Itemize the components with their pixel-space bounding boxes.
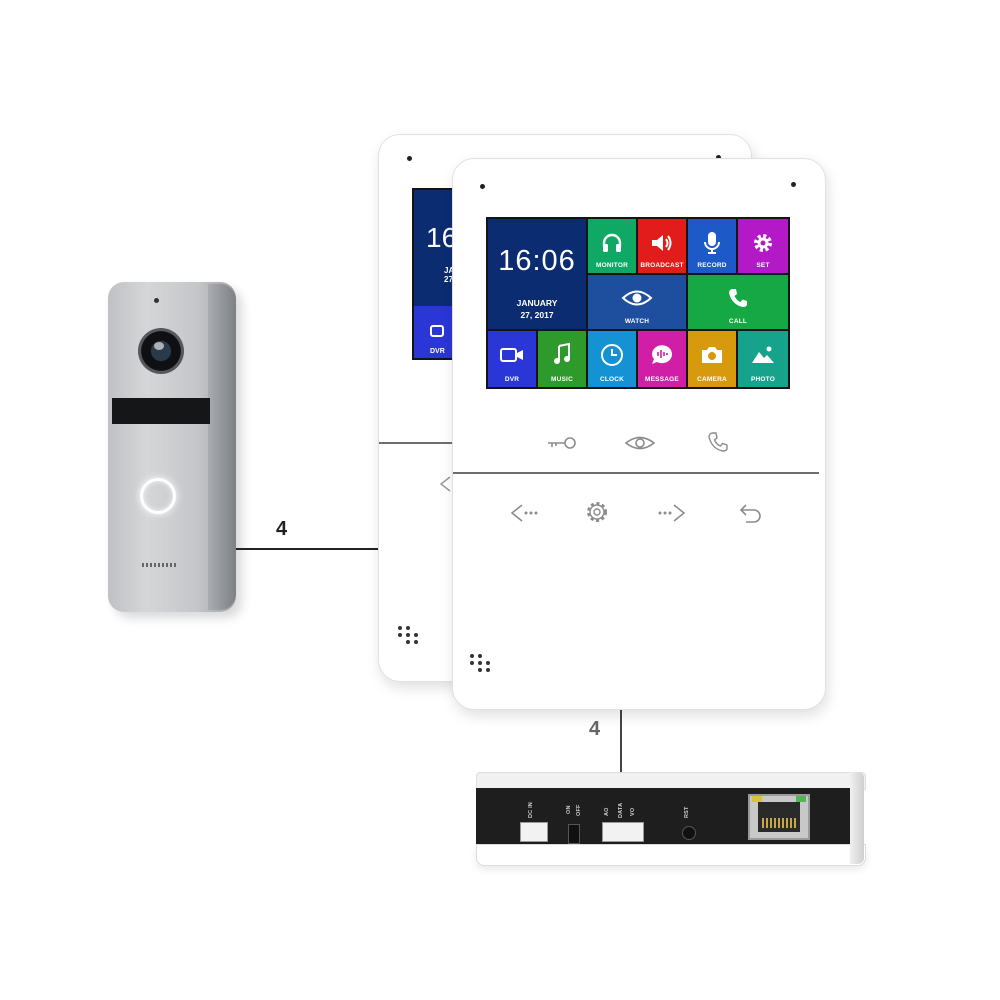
vo-label: VO (630, 807, 636, 816)
video-camera-icon (430, 325, 444, 337)
power-box-side (850, 772, 864, 864)
door-station-side (208, 284, 236, 610)
switch-on-label: ON (566, 805, 572, 814)
back-monitor-screen: 16 JA 27 DVR (412, 188, 454, 360)
clock-date-tile: 16:06 JANUARY 27, 2017 (488, 219, 586, 329)
tile-camera[interactable]: CAMERA (688, 331, 736, 387)
return-icon[interactable] (738, 501, 764, 525)
door-speaker-grille (142, 563, 176, 567)
monitor-home-screen: 16:06 JANUARY 27, 2017 MONITOR BROADCAST… (486, 217, 790, 389)
reset-button[interactable] (682, 826, 696, 840)
gear-icon[interactable] (584, 499, 610, 525)
rst-label: RST (684, 806, 690, 818)
tile-monitor[interactable]: MONITOR (588, 219, 636, 273)
door-call-button[interactable] (140, 478, 176, 514)
headphones-icon (602, 233, 622, 252)
eye-icon[interactable] (624, 432, 656, 454)
front-monitor-sensor-dot (791, 182, 796, 187)
door-camera-lens (138, 328, 184, 374)
tile-label: DVR (504, 376, 520, 383)
tile-clock[interactable]: CLOCK (588, 331, 636, 387)
arrow-left-icon (439, 476, 451, 492)
data-label: DATA (618, 802, 624, 818)
video-camera-icon (500, 348, 523, 362)
tile-watch[interactable]: WATCH (588, 275, 686, 329)
tile-label: BROADCAST (640, 262, 684, 269)
switch-off-label: OFF (576, 804, 582, 816)
tile-label: SET (756, 262, 770, 269)
arrow-left-icon[interactable] (508, 502, 540, 524)
tile-message[interactable]: MESSAGE (638, 331, 686, 387)
rj45-led-green (796, 796, 806, 802)
rj45-led-yellow (752, 796, 762, 802)
tile-label: WATCH (624, 318, 650, 325)
screen-date: JANUARY 27, 2017 (488, 297, 586, 321)
dc-in-port[interactable] (520, 822, 548, 842)
screen-date-month: JANUARY (516, 298, 558, 308)
back-clock-tile: 16 JA 27 (414, 190, 454, 306)
back-monitor-divider (379, 442, 453, 444)
wire-monitor-to-box (620, 708, 622, 802)
door-ir-window (112, 398, 210, 424)
phone-icon (729, 289, 747, 307)
door-microphone (154, 298, 159, 303)
key-icon[interactable] (546, 432, 578, 454)
tile-label: CLOCK (599, 376, 625, 383)
tile-set[interactable]: SET (738, 219, 788, 273)
rj45-pins (762, 818, 796, 828)
camera-icon (702, 347, 722, 363)
speaker-icon (652, 235, 672, 251)
music-note-icon (554, 342, 570, 364)
gear-icon (754, 234, 772, 252)
tile-music[interactable]: MUSIC (538, 331, 586, 387)
back-clock-time: 16 (426, 222, 454, 253)
power-box-base (476, 844, 866, 866)
wire-count-label: 4 (276, 518, 288, 540)
wire-count-label: 4 (589, 718, 601, 740)
back-dvr-label: DVR (430, 348, 445, 355)
back-dvr-tile[interactable]: DVR (414, 306, 454, 358)
tile-label: MUSIC (551, 376, 573, 383)
front-monitor-camera-dot (480, 184, 485, 189)
arrow-right-icon[interactable] (656, 502, 688, 524)
back-monitor-speaker-holes (398, 626, 420, 644)
dc-in-label: DC IN (528, 802, 534, 818)
tile-label: PHOTO (751, 376, 775, 383)
phone-icon[interactable] (706, 430, 730, 454)
message-icon (652, 345, 672, 364)
wire-door-to-monitor (236, 548, 379, 550)
tile-label: MESSAGE (645, 376, 679, 383)
tile-record[interactable]: RECORD (688, 219, 736, 273)
ao-label: AO (604, 807, 610, 816)
tile-broadcast[interactable]: BROADCAST (638, 219, 686, 273)
tile-label: MONITOR (596, 262, 628, 269)
clock-icon (601, 344, 623, 366)
front-monitor-divider (453, 472, 819, 474)
tile-label: CAMERA (697, 376, 727, 383)
tile-label: RECORD (697, 262, 727, 269)
tile-label: CALL (728, 318, 748, 325)
photo-icon (752, 346, 774, 363)
back-monitor-camera-dot (407, 156, 412, 161)
back-monitor-sensor-dot (716, 155, 721, 160)
tile-call[interactable]: CALL (688, 275, 788, 329)
microphone-icon (704, 232, 720, 254)
tile-photo[interactable]: PHOTO (738, 331, 788, 387)
front-monitor-speaker-holes (470, 654, 492, 672)
terminal-port[interactable] (602, 822, 644, 842)
eye-icon (621, 290, 653, 306)
screen-time: 16:06 (498, 245, 576, 277)
screen-date-day: 27, 2017 (520, 310, 554, 320)
tile-dvr[interactable]: DVR (488, 331, 536, 387)
back-clock-date: JA 27 (444, 266, 454, 284)
power-switch[interactable] (568, 824, 580, 844)
